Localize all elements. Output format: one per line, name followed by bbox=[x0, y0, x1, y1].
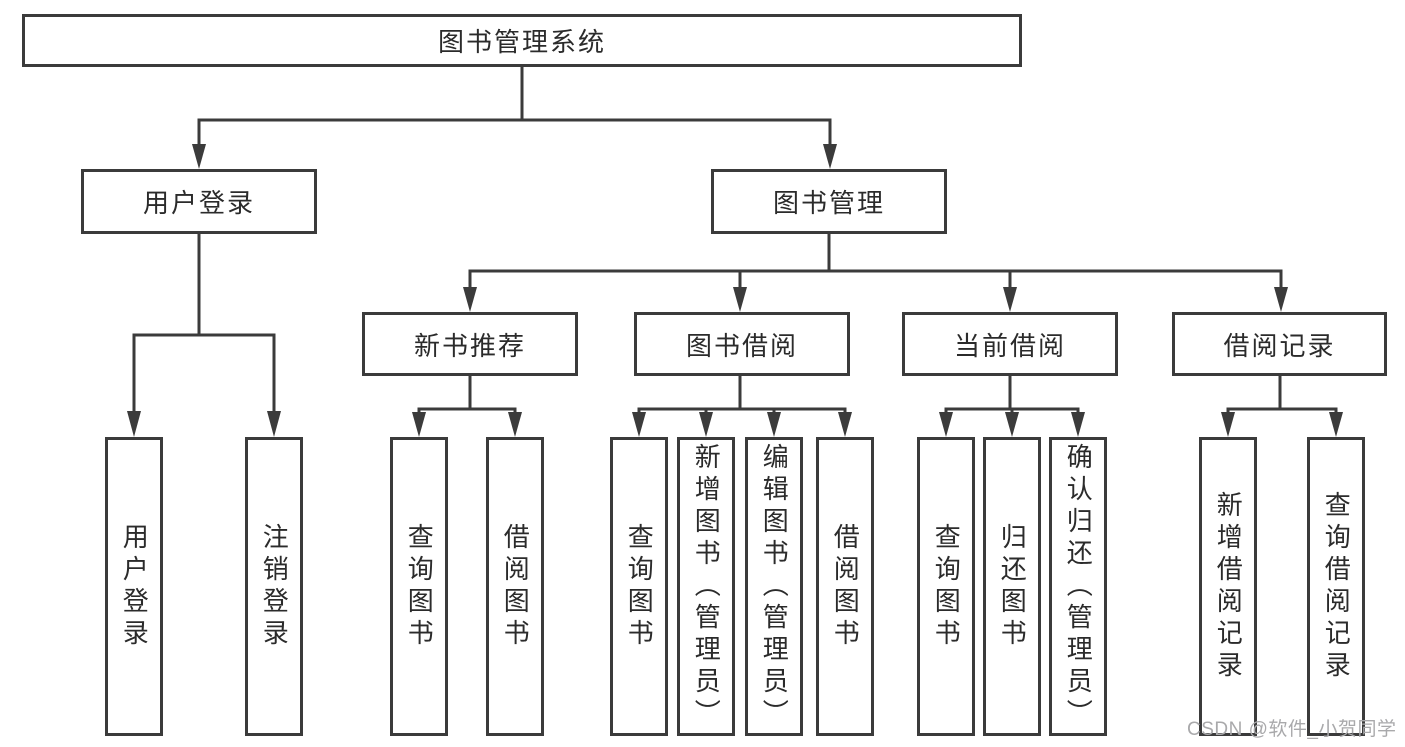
leaf-add-borrow-record: 新增借阅记录 bbox=[1199, 437, 1257, 736]
leaf-borrow-books-borrowing: 借阅图书 bbox=[816, 437, 874, 736]
leaf-query-books-recommend: 查询图书 bbox=[390, 437, 448, 736]
edge-current-borrowing-to-leaves bbox=[939, 376, 1085, 437]
leaf-query-books-current: 查询图书 bbox=[917, 437, 975, 736]
node-new-book-recommendation: 新书推荐 bbox=[362, 312, 578, 376]
edge-book-borrowing-to-leaves bbox=[632, 376, 852, 437]
leaf-confirm-return-admin: 确认归还（管理员） bbox=[1049, 437, 1107, 736]
edge-borrowing-records-to-leaves bbox=[1221, 376, 1343, 437]
node-current-borrowing: 当前借阅 bbox=[902, 312, 1118, 376]
csdn-watermark: CSDN @软件_小贺同学 bbox=[1187, 719, 1397, 740]
node-user-login: 用户登录 bbox=[81, 169, 317, 234]
leaf-user-login: 用户登录 bbox=[105, 437, 163, 736]
node-borrowing-records: 借阅记录 bbox=[1172, 312, 1387, 376]
leaf-logout: 注销登录 bbox=[245, 437, 303, 736]
edge-user-login-to-leaves bbox=[127, 234, 281, 437]
edge-book-management-to-level3 bbox=[463, 234, 1288, 312]
leaf-borrow-books-recommend: 借阅图书 bbox=[486, 437, 544, 736]
edge-new-book-recommendation-to-leaves bbox=[412, 376, 522, 437]
leaf-query-borrow-record: 查询借阅记录 bbox=[1307, 437, 1365, 736]
leaf-edit-book-admin: 编辑图书（管理员） bbox=[745, 437, 803, 736]
node-book-management: 图书管理 bbox=[711, 169, 947, 234]
leaf-query-books-borrowing: 查询图书 bbox=[610, 437, 668, 736]
leaf-add-book-admin: 新增图书（管理员） bbox=[677, 437, 735, 736]
node-library-management-system: 图书管理系统 bbox=[22, 14, 1022, 67]
leaf-return-book: 归还图书 bbox=[983, 437, 1041, 736]
edge-root-to-level2 bbox=[192, 67, 837, 169]
node-book-borrowing: 图书借阅 bbox=[634, 312, 850, 376]
